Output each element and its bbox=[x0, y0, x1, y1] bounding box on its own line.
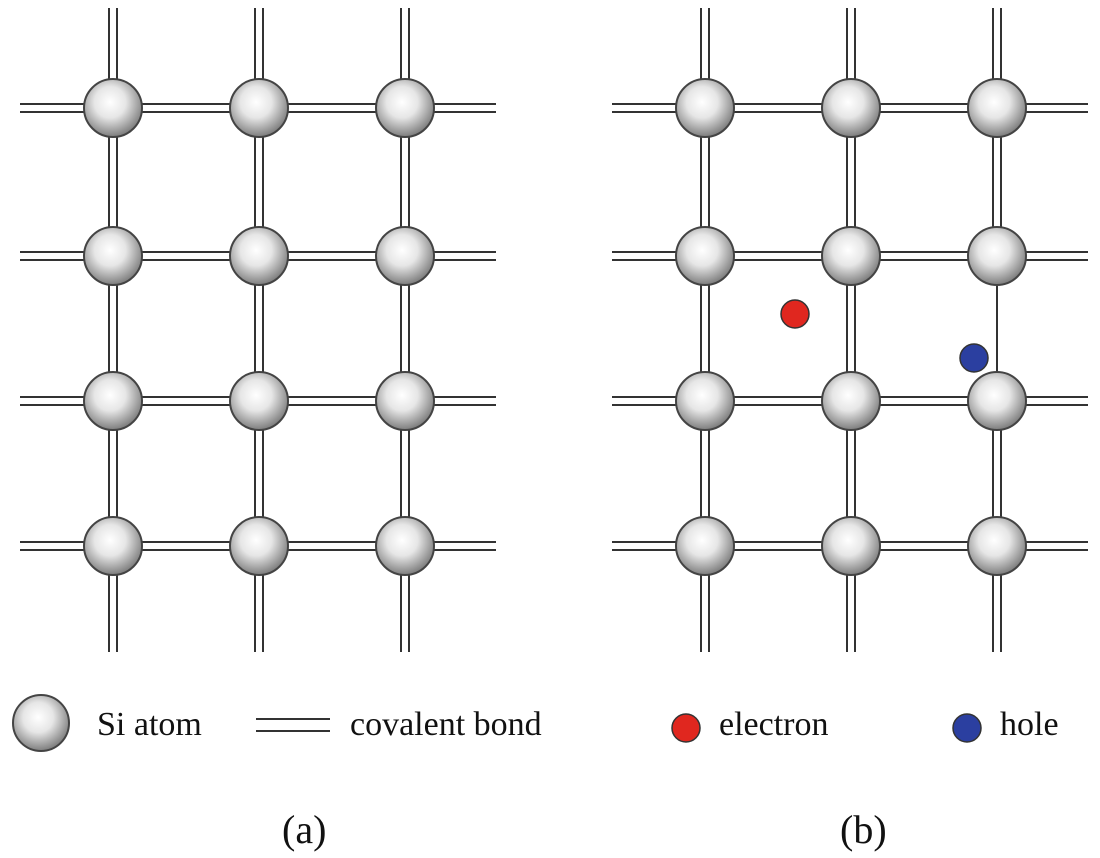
panel-a-label: (a) bbox=[282, 807, 326, 852]
si-atom bbox=[229, 226, 289, 286]
si-atom bbox=[967, 226, 1027, 286]
panel-b-electron-hole-lattice bbox=[612, 8, 1088, 652]
si-atom bbox=[375, 78, 435, 138]
legend: Si atom covalent bond electron hole bbox=[12, 694, 1059, 752]
legend-si-atom-symbol bbox=[12, 694, 70, 752]
si-atom bbox=[967, 516, 1027, 576]
si-atom bbox=[229, 516, 289, 576]
si-atom bbox=[375, 371, 435, 431]
legend-covalent-bond-symbol bbox=[256, 718, 330, 732]
si-atom bbox=[675, 371, 735, 431]
legend-si-atom-label: Si atom bbox=[97, 706, 202, 743]
panel-b-label: (b) bbox=[840, 807, 887, 852]
si-atom bbox=[83, 78, 143, 138]
legend-hole-symbol bbox=[952, 713, 982, 743]
si-atom bbox=[229, 78, 289, 138]
si-atom bbox=[375, 516, 435, 576]
hole-carrier bbox=[959, 343, 989, 373]
si-atoms-b bbox=[675, 78, 1027, 576]
si-atom bbox=[821, 516, 881, 576]
si-atom bbox=[675, 226, 735, 286]
legend-hole-label: hole bbox=[1000, 706, 1059, 743]
si-atom bbox=[83, 226, 143, 286]
si-atoms-a bbox=[83, 78, 435, 576]
si-atom bbox=[675, 516, 735, 576]
si-atom bbox=[821, 371, 881, 431]
si-atom bbox=[821, 226, 881, 286]
si-atom bbox=[229, 371, 289, 431]
si-atom bbox=[967, 78, 1027, 138]
free-electron bbox=[780, 299, 810, 329]
legend-covalent-bond-label: covalent bond bbox=[350, 706, 542, 743]
si-atom bbox=[675, 78, 735, 138]
si-atom bbox=[375, 226, 435, 286]
legend-electron-label: electron bbox=[719, 706, 829, 743]
si-atom bbox=[83, 371, 143, 431]
si-atom bbox=[821, 78, 881, 138]
si-atom bbox=[967, 371, 1027, 431]
panel-a-intrinsic-lattice bbox=[20, 8, 496, 652]
si-atom bbox=[83, 516, 143, 576]
legend-electron-symbol bbox=[671, 713, 701, 743]
